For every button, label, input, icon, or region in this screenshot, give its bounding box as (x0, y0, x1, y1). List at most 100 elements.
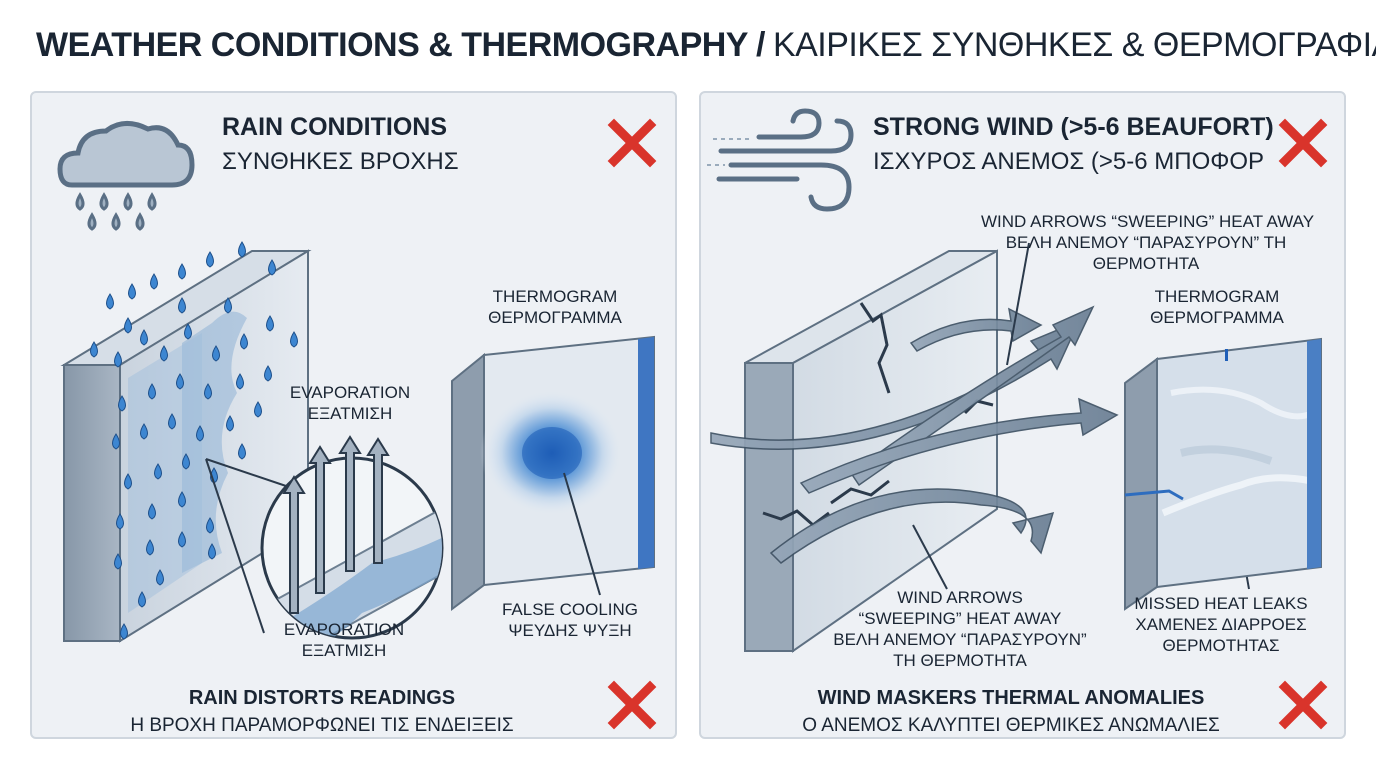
raindrop (168, 413, 176, 430)
missed-en: MISSED HEAT LEAKS (1134, 594, 1308, 613)
raindrop (148, 503, 156, 520)
evaporation-label-top: EVAPORATION ΕΞΑΤΜΙΣΗ (280, 382, 420, 424)
raindrop (154, 463, 162, 480)
raindrop (140, 329, 148, 346)
wind-arrow (769, 488, 1055, 564)
raindrop (204, 383, 212, 400)
raindrop (266, 315, 274, 332)
rain-thermogram-en: THERMOGRAM (492, 287, 618, 306)
raindrop (150, 273, 158, 290)
raindrop (112, 433, 120, 450)
wind-icon (716, 108, 854, 212)
raindrop (238, 443, 246, 460)
missed-leaks-label: MISSED HEAT LEAKS ΧΑΜΕΝΕΣ ΔΙΑΡΡΟΕΣ ΘΕΡΜΟ… (1121, 593, 1321, 656)
raindrop (148, 383, 156, 400)
wind-bottom-gr-1: ΒΕΛΗ ΑΝΕΜΟΥ “ΠΑΡΑΣΥΡΟΥΝ” (833, 630, 1087, 649)
raindrop (138, 591, 146, 608)
wind-arrow (909, 307, 1043, 352)
raindrop (114, 553, 122, 570)
raindrop (146, 539, 154, 556)
wind-footer-en: WIND MASKERS THERMAL ANOMALIES (817, 687, 1205, 709)
wind-arrow (710, 319, 1081, 450)
wind-footer-gr: Ο ΑΝΕΜΟΣ ΚΑΛΥΠΤΕΙ ΘΕΡΜΙΚΕΣ ΑΝΩΜΑΛΙΕΣ (802, 715, 1220, 736)
false-cooling-label: FALSE COOLING ΨΕΥΔΗΣ ΨΥΞΗ (490, 599, 650, 641)
wind-illustration (707, 108, 1328, 730)
cross-icon (1278, 118, 1328, 168)
evaporation-arrow (282, 475, 306, 614)
raindrop (184, 323, 192, 340)
raindrop (178, 531, 186, 548)
evaporation-arrow (338, 435, 362, 572)
raindrop (116, 513, 124, 530)
raindrop (156, 569, 164, 586)
raindrop (206, 251, 214, 268)
rain-illustration (57, 118, 657, 730)
rain-thermogram-gr: ΘΕΡΜΟΓΡΑΜΜΑ (488, 308, 622, 327)
wind-panel: STRONG WIND (>5-6 BEAUFORT) ΙΣΧΥΡΟΣ ΑΝΕΜ… (699, 91, 1346, 739)
evaporation-arrow (308, 445, 332, 594)
rain-footer-gr: Η ΒΡΟΧΗ ΠΑΡΑΜΟΡΦΩΝΕΙ ΤΙΣ ΕΝΔΕΙΞΕΙΣ (130, 715, 514, 736)
raindrop (240, 333, 248, 350)
raindrop (160, 345, 168, 362)
wind-thermogram-label: THERMOGRAM ΘΕΡΜΟΓΡΑΜΜΑ (1137, 286, 1297, 328)
evaporation-arrow (366, 437, 390, 564)
wind-thermogram (1124, 337, 1322, 611)
rain-heading-gr: ΣΥΝΘΗΚΕΣ ΒΡΟΧΗΣ (222, 148, 459, 175)
raindrop (106, 293, 114, 310)
raindrop (118, 395, 126, 412)
wind-arrow (799, 397, 1119, 494)
wind-top-en: WIND ARROWS “SWEEPING” HEAT AWAY (981, 212, 1315, 231)
false-cooling-gr: ΨΕΥΔΗΣ ΨΥΞΗ (508, 621, 632, 640)
wind-label-bottom: WIND ARROWS “SWEEPING” HEAT AWAY ΒΕΛΗ ΑΝ… (815, 587, 1105, 671)
evaporation-top-en: EVAPORATION (289, 383, 411, 402)
raindrop (238, 241, 246, 258)
raindrops (90, 241, 298, 640)
wind-top-gr-2: ΘΕΡΜΟΤΗΤΑ (1092, 254, 1200, 273)
page-title: WEATHER CONDITIONS & THERMOGRAPHY/ΚΑΙΡΙΚ… (36, 26, 1376, 65)
wind-bottom-gr-2: ΤΗ ΘΕΡΜΟΤΗΤΑ (893, 651, 1027, 670)
title-english: WEATHER CONDITIONS & THERMOGRAPHY (36, 26, 748, 64)
evaporation-bottom-gr: ΕΞΑΤΜΙΣΗ (301, 641, 387, 660)
evaporation-label-bottom: EVAPORATION ΕΞΑΤΜΙΣΗ (274, 619, 414, 661)
raindrop (178, 297, 186, 314)
evaporation-top-gr: ΕΞΑΤΜΙΣΗ (307, 404, 393, 423)
raindrop (264, 365, 272, 382)
raindrop (140, 423, 148, 440)
wind-bottom-en-1: WIND ARROWS (897, 588, 1023, 607)
raindrop (182, 453, 190, 470)
wind-heading-en: STRONG WIND (>5-6 BEAUFORT) (873, 113, 1274, 141)
wind-top-gr-1: ΒΕΛΗ ΑΝΕΜΟΥ “ΠΑΡΑΣΥΡΟΥΝ” ΤΗ (1005, 233, 1287, 252)
raindrop (120, 623, 128, 640)
cross-icon (1278, 680, 1328, 730)
rain-panel: RAIN CONDITIONS ΣΥΝΘΗΚΕΣ ΒΡΟΧΗΣ EVAPORAT… (30, 91, 677, 739)
wind-label-top: WIND ARROWS “SWEEPING” HEAT AWAY ΒΕΛΗ ΑΝ… (981, 211, 1315, 274)
rain-cloud-icon (57, 121, 195, 231)
title-greek: ΚΑΙΡΙΚΕΣ ΣΥΝΘΗΚΕΣ & ΘΕΡΜΟΓΡΑΦΙΑ (772, 26, 1376, 64)
false-cooling-en: FALSE COOLING (501, 600, 639, 619)
cross-icon (607, 118, 657, 168)
title-separator: / (755, 26, 765, 64)
raindrop (128, 283, 136, 300)
raindrop (178, 263, 186, 280)
raindrop (90, 341, 98, 358)
rain-thermogram-label: THERMOGRAM ΘΕΡΜΟΓΡΑΜΜΑ (480, 286, 630, 328)
missed-gr-1: ΧΑΜΕΝΕΣ ΔΙΑΡΡΟΕΣ (1135, 615, 1307, 634)
wind-bottom-en-2: “SWEEPING” HEAT AWAY (858, 609, 1062, 628)
raindrop (206, 517, 214, 534)
rain-heading-en: RAIN CONDITIONS (222, 113, 447, 141)
cross-icon (607, 680, 657, 730)
wind-arrows (710, 305, 1119, 564)
rain-thermogram (451, 335, 655, 611)
raindrop (254, 401, 262, 418)
raindrop (290, 331, 298, 348)
wind-thermogram-gr: ΘΕΡΜΟΓΡΑΜΜΑ (1150, 308, 1284, 327)
raindrop (196, 425, 204, 442)
raindrop (212, 345, 220, 362)
raindrop (224, 297, 232, 314)
raindrop (208, 543, 216, 560)
evaporation-bottom-en: EVAPORATION (283, 620, 405, 639)
raindrop (268, 259, 276, 276)
raindrop (176, 373, 184, 390)
raindrop (114, 351, 122, 368)
raindrop (124, 473, 132, 490)
